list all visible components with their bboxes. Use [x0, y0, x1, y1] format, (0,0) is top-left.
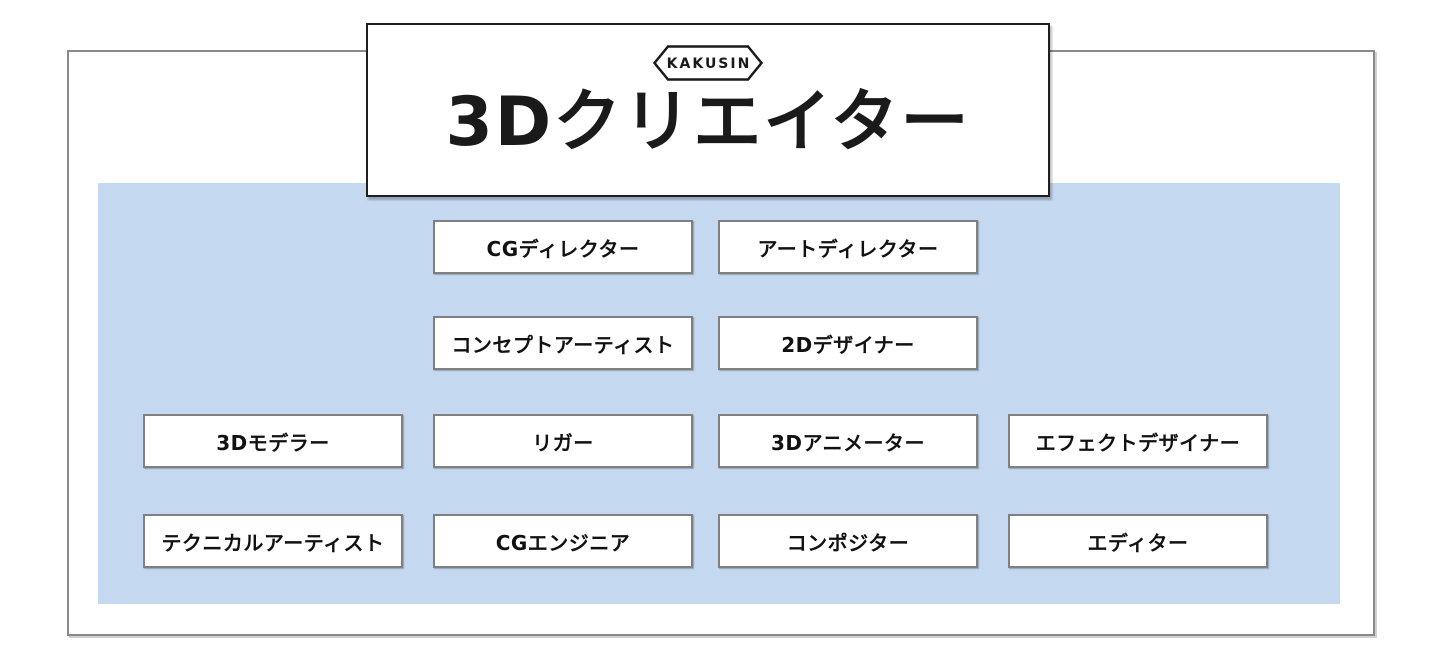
- kakusin-logo-badge: KAKUSIN: [653, 45, 763, 81]
- role-box-cg-engineer: CGエンジニア: [433, 514, 693, 568]
- role-box-editor: エディター: [1008, 514, 1268, 568]
- page-title: 3Dクリエイター: [445, 83, 971, 162]
- hexagon-badge-shape: [653, 45, 763, 81]
- role-label: CGディレクター: [486, 236, 640, 261]
- role-label: テクニカルアーティスト: [161, 530, 385, 555]
- role-label: エディター: [1087, 530, 1189, 555]
- role-box-concept-artist: コンセプトアーティスト: [433, 316, 693, 370]
- role-box-2d-designer: 2Dデザイナー: [718, 316, 978, 370]
- role-label: コンポジター: [786, 530, 910, 555]
- role-label: リガー: [532, 430, 594, 455]
- role-box-compositor: コンポジター: [718, 514, 978, 568]
- role-box-rigger: リガー: [433, 414, 693, 468]
- role-box-cg-director: CGディレクター: [433, 220, 693, 274]
- role-box-effect-designer: エフェクトデザイナー: [1008, 414, 1268, 468]
- role-label: エフェクトデザイナー: [1035, 430, 1241, 455]
- role-box-3d-animator: 3Dアニメーター: [718, 414, 978, 468]
- role-box-3d-modeler: 3Dモデラー: [143, 414, 403, 468]
- kakusin-logo-text: KAKUSIN: [667, 56, 752, 72]
- role-box-technical-artist: テクニカルアーティスト: [143, 514, 403, 568]
- role-label: コンセプトアーティスト: [451, 332, 675, 357]
- role-label: CGエンジニア: [495, 530, 631, 555]
- role-label: アートディレクター: [757, 236, 939, 261]
- role-label: 3Dアニメーター: [770, 430, 926, 455]
- role-box-art-director: アートディレクター: [718, 220, 978, 274]
- role-label: 2Dデザイナー: [781, 332, 915, 357]
- title-card: KAKUSIN 3Dクリエイター: [366, 23, 1050, 197]
- role-label: 3Dモデラー: [216, 430, 330, 455]
